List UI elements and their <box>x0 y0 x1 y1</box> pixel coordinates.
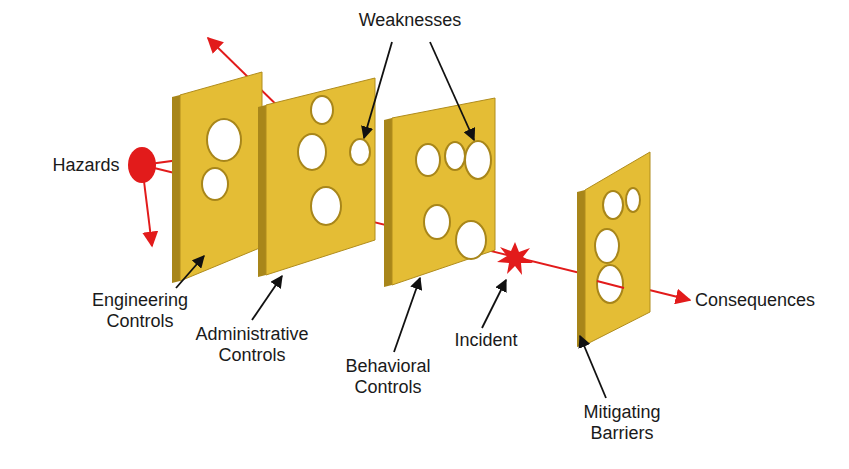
hazard-rays <box>142 38 690 300</box>
hazard-ray <box>597 281 624 288</box>
hazard-source <box>128 147 156 183</box>
leader-lines <box>176 42 606 398</box>
administrative-plate <box>258 78 375 277</box>
barrier-label: Mitigating Barriers <box>570 402 674 444</box>
hazard-label: Hazards <box>41 155 131 176</box>
outcome-label: Consequences <box>690 290 820 311</box>
weakness-label: Weaknesses <box>350 10 470 31</box>
control-label: Behavioral Controls <box>336 356 440 398</box>
incident-star <box>497 242 533 275</box>
mitigating-plate <box>577 152 650 347</box>
control-label: Administrative Controls <box>187 324 317 366</box>
control-label: Engineering Controls <box>84 290 196 332</box>
engineering-plate <box>172 72 262 283</box>
behavioral-plate <box>384 98 495 287</box>
event-label: Incident <box>446 330 526 351</box>
